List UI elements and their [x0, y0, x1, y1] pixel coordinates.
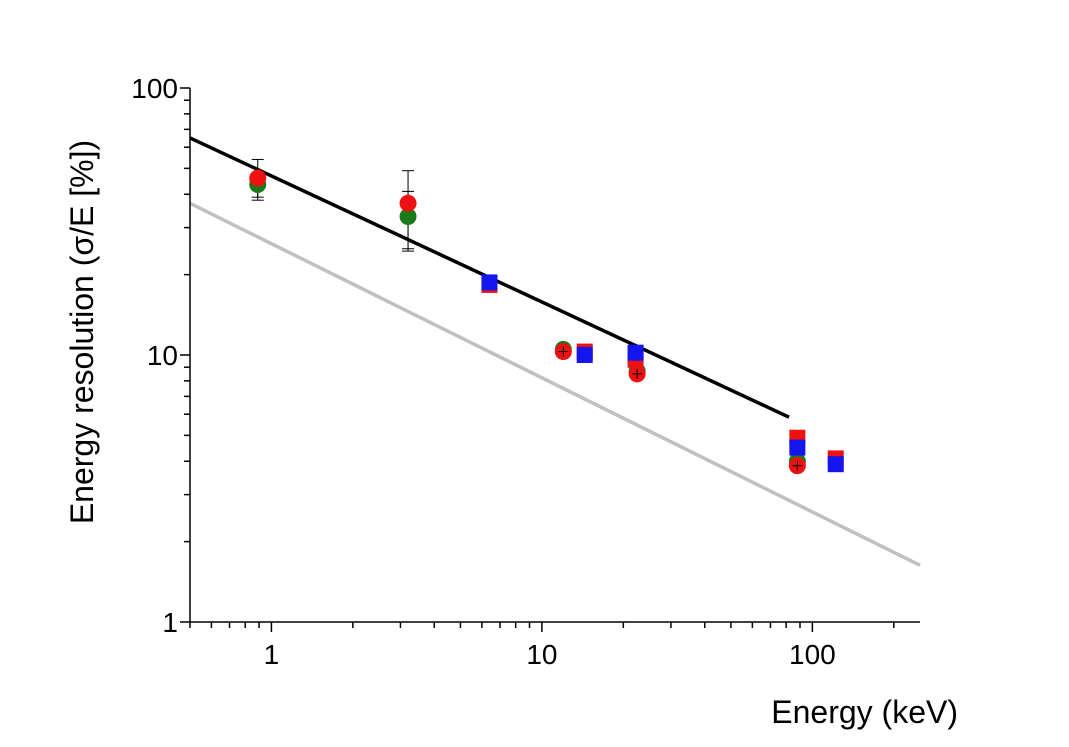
y-axis-title: Energy resolution (σ/E [%]) — [64, 140, 100, 524]
axes: 1 10 100 1 10 100 — [131, 73, 920, 670]
data-point-circle — [249, 169, 267, 187]
x-axis-title: Energy (keV) — [771, 694, 958, 730]
fit-line-2 — [189, 201, 921, 567]
y-tick-label: 10 — [147, 340, 178, 371]
data-point-square — [481, 274, 498, 291]
x-tick-label: 10 — [526, 639, 557, 670]
y-tick-label: 100 — [131, 73, 178, 104]
data-point-square — [789, 439, 806, 456]
data-point-circle — [399, 194, 417, 212]
plot-area — [189, 136, 921, 567]
data-point-square — [627, 344, 644, 361]
x-ticks: 1 10 100 — [189, 622, 895, 670]
y-tick-label: 1 — [162, 607, 178, 638]
x-tick-label: 100 — [789, 639, 836, 670]
y-ticks: 1 10 100 — [131, 73, 190, 638]
data-point-square — [576, 347, 593, 363]
data-point-square — [827, 456, 844, 473]
x-tick-label: 1 — [264, 639, 280, 670]
data-point-circle — [399, 208, 417, 226]
